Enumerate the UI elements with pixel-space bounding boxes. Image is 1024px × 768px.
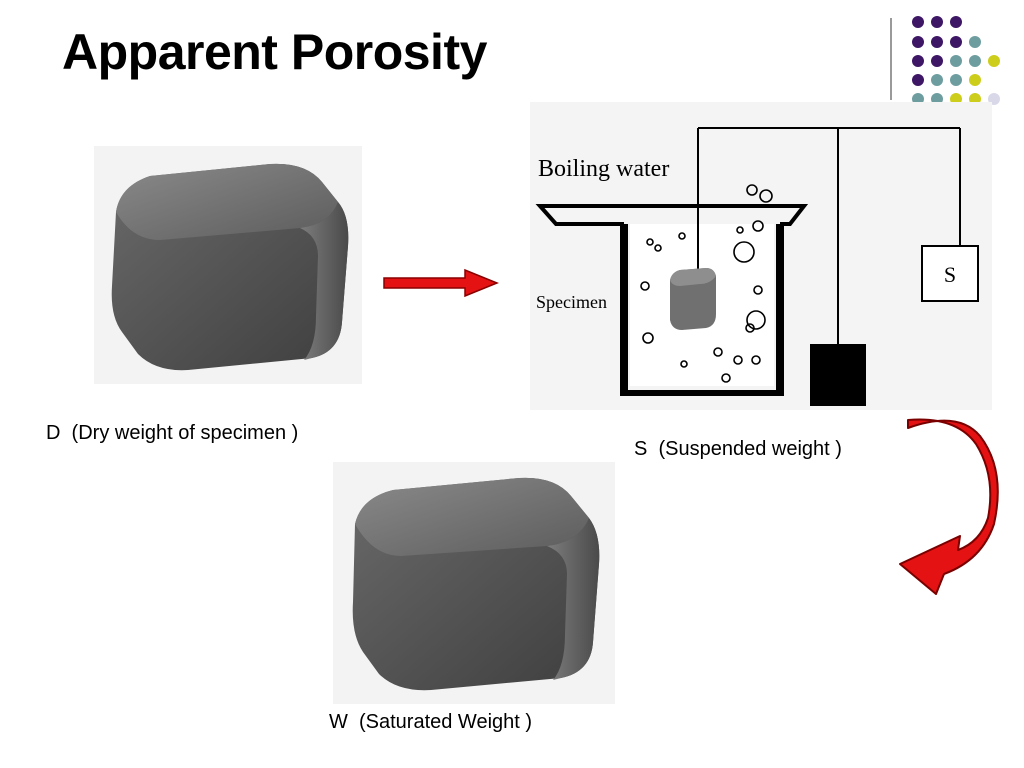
vessel-label: Boiling water bbox=[538, 156, 669, 182]
slide-title: Apparent Porosity bbox=[62, 24, 487, 80]
decorative-divider bbox=[890, 18, 892, 100]
curved-arrow-icon bbox=[899, 418, 999, 595]
right-arrow-icon bbox=[383, 268, 499, 298]
apparatus-box-label: S bbox=[944, 262, 956, 287]
specimen-label: Specimen bbox=[536, 292, 607, 312]
caption-saturated-weight: W (Saturated Weight ) bbox=[329, 711, 533, 733]
boiling-water-apparatus: S Boiling water Specimen bbox=[530, 102, 992, 410]
saturated-specimen-cube bbox=[333, 462, 615, 704]
dry-specimen-cube bbox=[94, 146, 362, 384]
dot-grid-icon bbox=[912, 16, 1000, 105]
caption-suspended-weight: S (Suspended weight ) bbox=[634, 438, 842, 460]
caption-dry-weight: D (Dry weight of specimen ) bbox=[46, 422, 299, 444]
